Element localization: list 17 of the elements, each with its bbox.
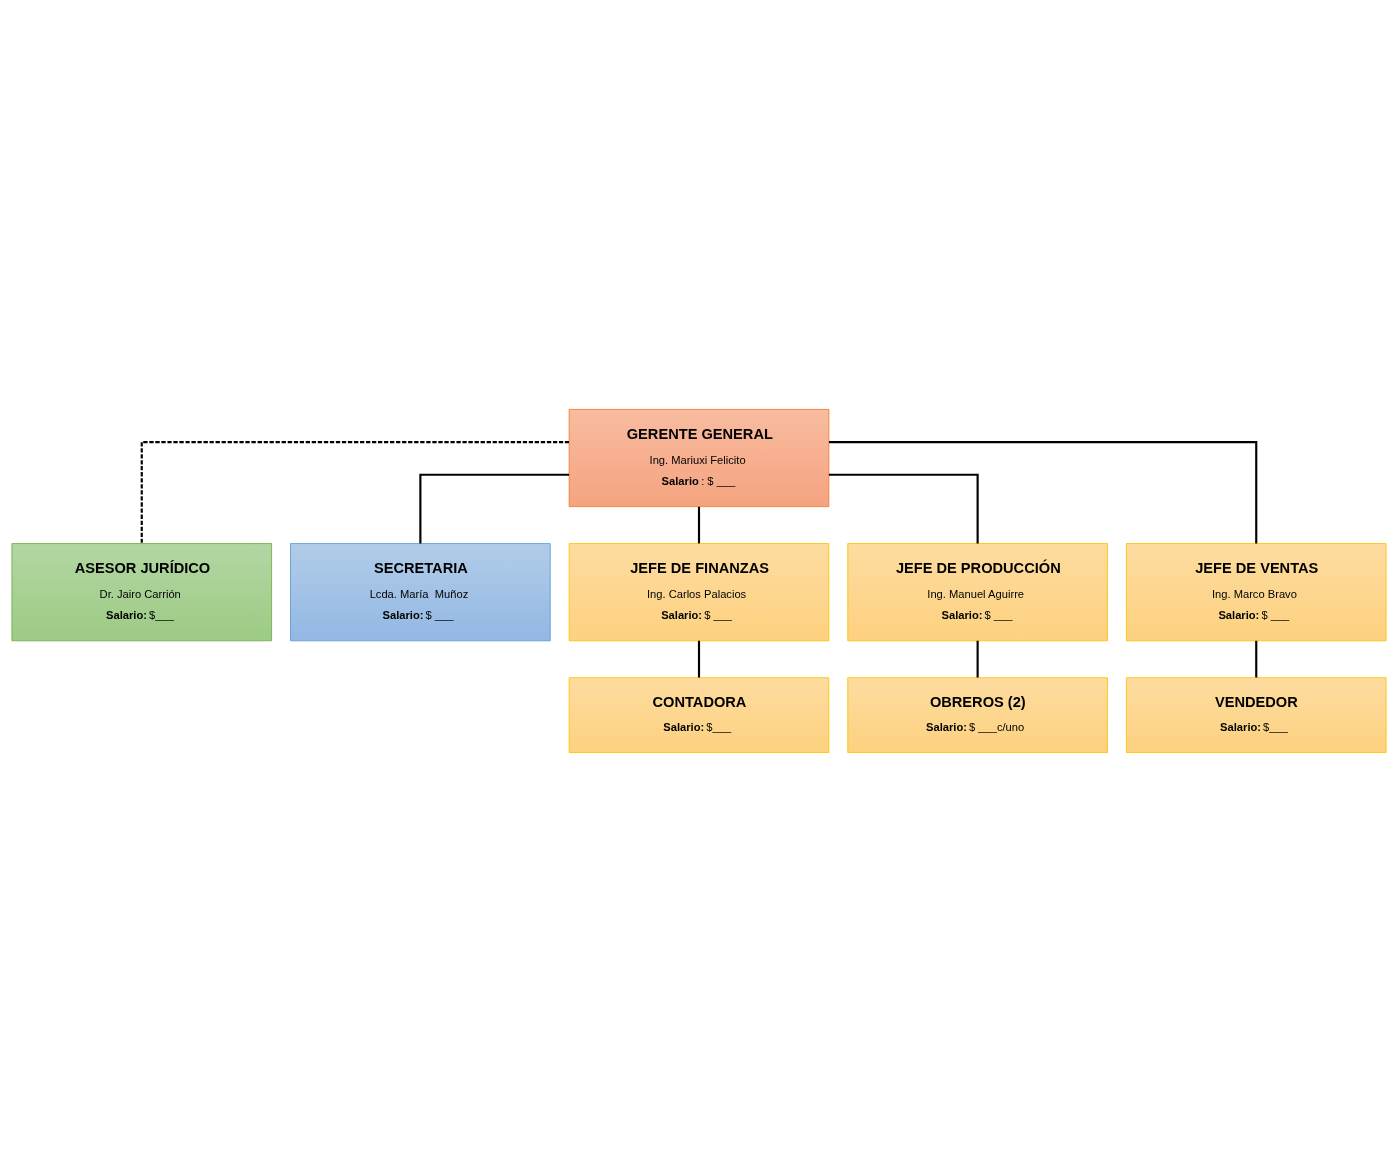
node-box: GERENTE GENERAL Ing. Mariuxi Felicito Salario: $ ___ bbox=[568, 408, 830, 507]
connector bbox=[697, 640, 701, 677]
node-box: SECRETARIA Lcda. María Muñoz Salario: $ ___ bbox=[290, 542, 551, 641]
node-box: JEFE DE VENTAS Ing. Marco Bravo Salario: $ ___ bbox=[1125, 542, 1387, 641]
node-box: ASESOR JURÍDICO Dr. Jairo Carrión Salario: $___ bbox=[11, 542, 273, 641]
node-box: OBREROS (2) Salario: $ ___c/uno bbox=[847, 676, 1108, 753]
node-box: VENDEDOR Salario: $___ bbox=[1125, 676, 1387, 753]
node-box: JEFE DE FINANZAS Ing. Carlos Palacios Salario: $ ___ bbox=[568, 542, 830, 641]
connector bbox=[697, 506, 701, 543]
connector bbox=[828, 473, 979, 543]
connector bbox=[828, 440, 1258, 543]
connector bbox=[976, 640, 979, 677]
connector bbox=[419, 473, 570, 543]
connector bbox=[1255, 640, 1258, 677]
node-box: JEFE DE PRODUCCIÓN Ing. Manuel Aguirre Salario:$ ___ bbox=[847, 542, 1108, 641]
node-box: CONTADORA Salario: $___ bbox=[568, 676, 830, 753]
connector bbox=[140, 440, 570, 543]
